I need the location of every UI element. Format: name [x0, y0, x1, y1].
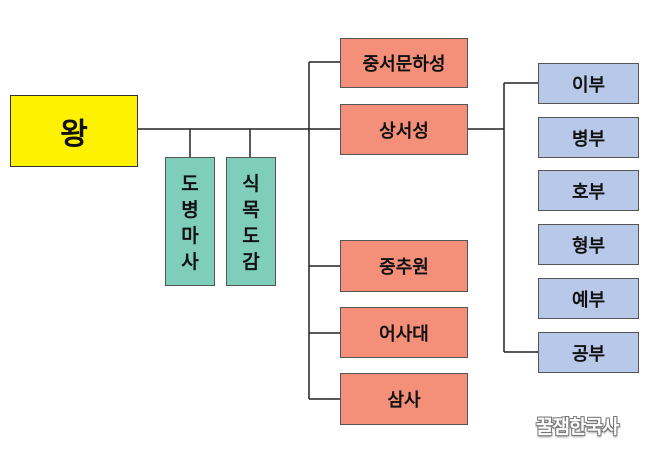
dobyeongmasa-char: 사: [181, 250, 199, 273]
ministry-label: 호부: [571, 181, 606, 203]
king-label: 왕: [60, 117, 88, 152]
ministry-hyeongbu: 형부: [538, 224, 639, 265]
king-box: 왕: [10, 95, 138, 167]
dobyeongmasa-char: 병: [181, 198, 199, 221]
ministry-label: 공부: [571, 343, 606, 365]
dept-label: 상서성: [379, 120, 429, 142]
ministry-label: 이부: [571, 74, 606, 96]
ministry-gongbu: 공부: [538, 332, 639, 373]
dept-samsa: 삼사: [340, 373, 468, 425]
sikmokdogam-char: 도: [242, 224, 260, 247]
dobyeongmasa-char: 마: [181, 224, 199, 247]
sikmokdogam-box: 식 목 도 감: [226, 157, 276, 286]
sikmokdogam-char: 식: [242, 172, 260, 195]
dept-jungchuwon: 중추원: [340, 240, 468, 292]
ministry-label: 병부: [571, 128, 606, 150]
dobyeongmasa-char: 도: [181, 172, 199, 195]
sikmokdogam-char: 감: [242, 250, 260, 273]
ministry-ibu: 이부: [538, 63, 639, 104]
ministry-yebu: 예부: [538, 278, 639, 319]
ministry-byeongbu: 병부: [538, 117, 639, 158]
watermark: 꿀잼한국사: [536, 416, 619, 438]
dobyeongmasa-box: 도 병 마 사: [165, 157, 215, 286]
ministry-label: 형부: [571, 235, 606, 257]
dept-jungseomunhaseong: 중서문하성: [340, 38, 468, 88]
dept-eosadae: 어사대: [340, 307, 468, 358]
ministry-label: 예부: [571, 289, 606, 311]
sikmokdogam-char: 목: [242, 198, 260, 221]
dept-label: 삼사: [387, 390, 421, 411]
dept-label: 중추원: [379, 257, 429, 278]
dept-label: 어사대: [379, 323, 429, 345]
ministry-hobu: 호부: [538, 170, 639, 211]
dept-label: 중서문하성: [362, 54, 446, 75]
dept-sangseoseong: 상서성: [340, 104, 468, 155]
